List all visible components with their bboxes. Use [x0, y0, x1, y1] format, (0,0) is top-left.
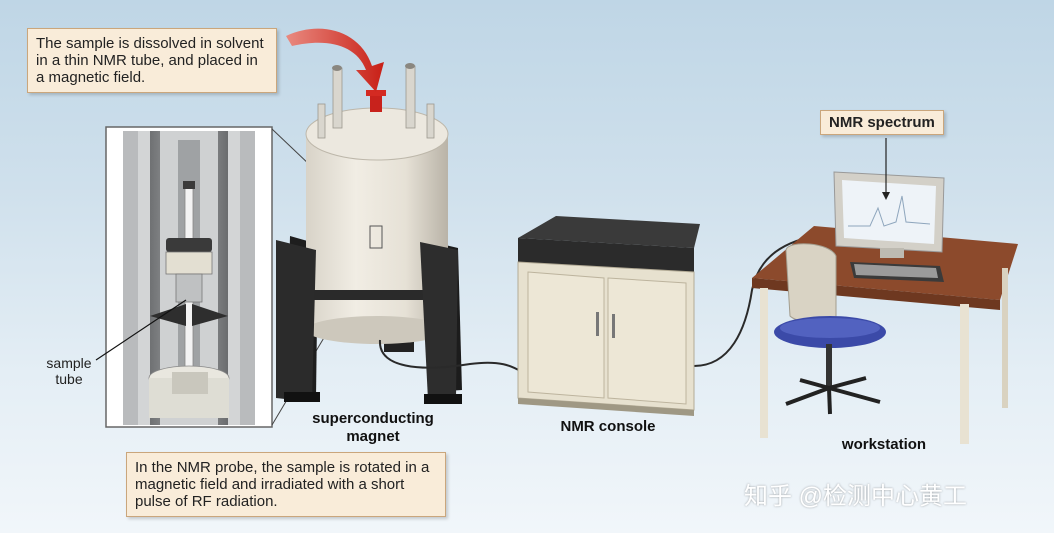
callout-probe-rotation: In the NMR probe, the sample is rotated …: [126, 452, 446, 517]
callout-sample-dissolved: The sample is dissolved in solvent in a …: [27, 28, 277, 93]
label-workstation: workstation: [832, 436, 936, 453]
watermark: 知乎 @检测中心黄工: [744, 476, 967, 511]
superconducting-magnet: [276, 63, 462, 404]
label-nmr-console: NMR console: [548, 418, 668, 435]
label-superconducting-magnet: superconducting magnet: [303, 410, 443, 446]
label-sample-tube: sample tube: [36, 355, 102, 387]
callout-nmr-spectrum: NMR spectrum: [820, 110, 944, 135]
probe-cutaway: [106, 127, 272, 427]
workstation: [752, 172, 1018, 444]
nmr-console: [518, 216, 700, 416]
